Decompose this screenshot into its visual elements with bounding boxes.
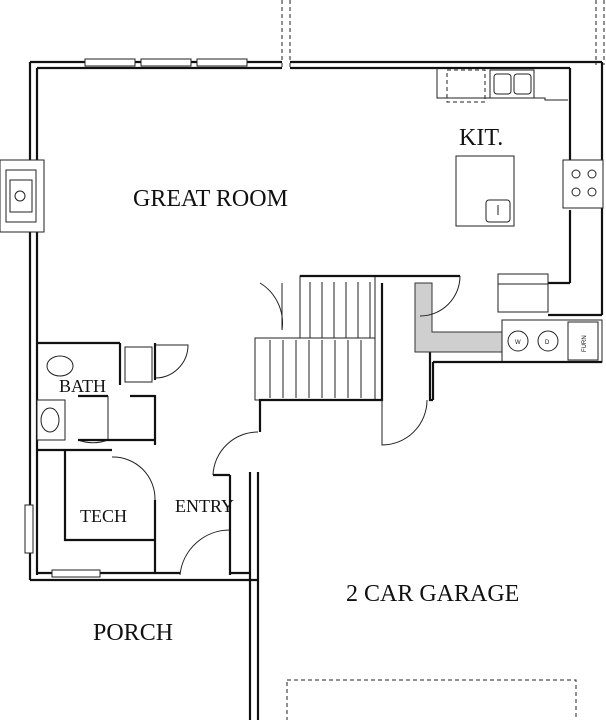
room-label-tech: TECH <box>80 506 127 526</box>
windows <box>24 58 248 578</box>
bath <box>36 341 157 445</box>
kitchen-counters <box>436 68 604 227</box>
washer-label: W <box>515 340 521 346</box>
fireplace <box>0 159 45 233</box>
room-label-garage: 2 CAR GARAGE <box>346 581 519 607</box>
doors <box>77 275 461 576</box>
room-label-bath: BATH <box>59 376 106 396</box>
garage-door-outline <box>286 679 577 720</box>
interior-walls <box>37 448 250 575</box>
room-label-kitchen: KIT. <box>459 125 503 151</box>
room-label-porch: PORCH <box>93 620 173 646</box>
furnace-label: FURN <box>582 335 588 352</box>
room-label-great-room: GREAT ROOM <box>133 186 288 212</box>
refrigerator <box>497 273 549 313</box>
stairs <box>254 274 460 432</box>
exterior-deck-lines <box>281 0 605 68</box>
room-label-entry: ENTRY <box>175 496 234 516</box>
laundry-area: W D FURN <box>414 282 603 400</box>
dryer-label: D <box>545 340 550 346</box>
